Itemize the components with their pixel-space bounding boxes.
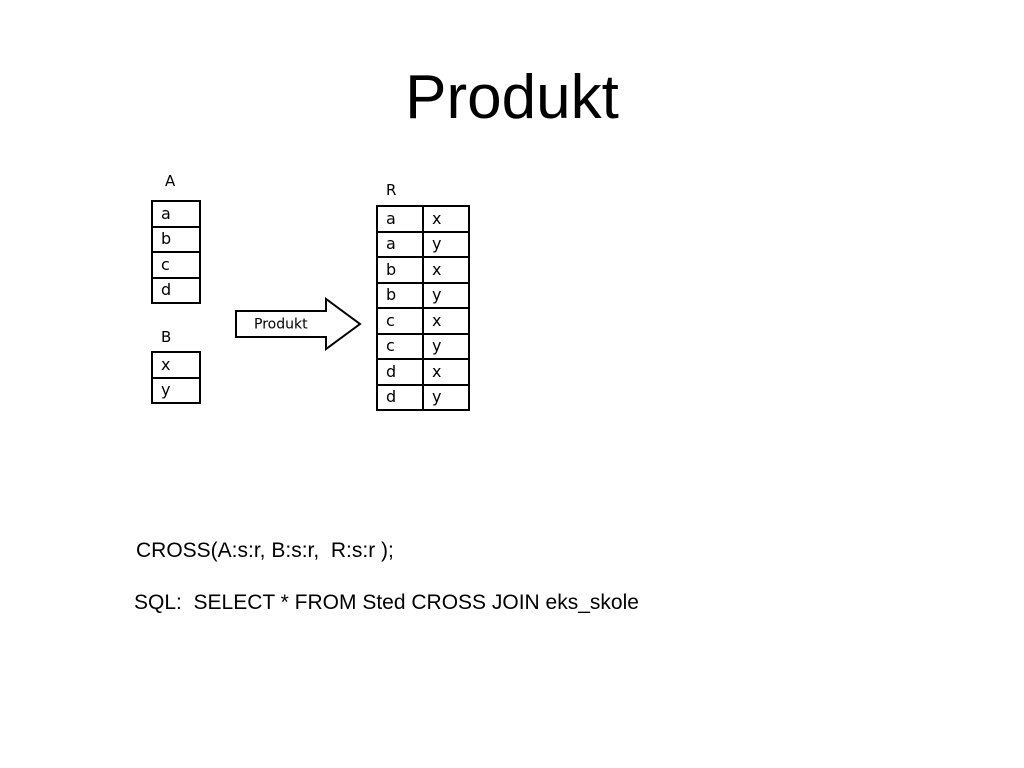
table-cell: b: [151, 225, 201, 253]
table-cell: y: [422, 332, 470, 360]
table-cell: c: [376, 307, 424, 335]
table-cell: a: [151, 200, 201, 228]
table-r-label: R: [386, 181, 397, 199]
table-cell: x: [422, 358, 470, 386]
table-cell: a: [376, 205, 424, 233]
table-row: y: [151, 376, 201, 404]
table-r: a x a y b x b y c x c y d x d y: [376, 205, 470, 411]
table-cell: y: [151, 376, 201, 404]
table-row: b y: [376, 281, 470, 309]
produkt-arrow: Produkt: [235, 297, 362, 351]
table-cell: y: [422, 383, 470, 411]
table-row: b x: [376, 256, 470, 284]
table-row: c y: [376, 332, 470, 360]
table-b: x y: [151, 351, 201, 404]
table-cell: d: [151, 276, 201, 304]
table-cell: x: [422, 307, 470, 335]
table-row: b: [151, 225, 201, 253]
table-cell: b: [376, 281, 424, 309]
table-cell: x: [422, 256, 470, 284]
sql-statement: SQL: SELECT * FROM Sted CROSS JOIN eks_s…: [134, 591, 639, 614]
table-cell: d: [376, 383, 424, 411]
table-cell: x: [151, 351, 201, 379]
table-cell: a: [376, 230, 424, 258]
table-cell: y: [422, 281, 470, 309]
table-b-label: B: [161, 328, 172, 346]
arrow-label: Produkt: [254, 317, 308, 333]
cross-statement: CROSS(A:s:r, B:s:r, R:s:r );: [136, 539, 394, 562]
table-row: a: [151, 200, 201, 228]
arrow-shape: [235, 297, 362, 351]
table-row: d y: [376, 383, 470, 411]
table-cell: d: [376, 358, 424, 386]
table-row: d x: [376, 358, 470, 386]
table-cell: c: [151, 251, 201, 279]
table-cell: b: [376, 256, 424, 284]
table-row: x: [151, 351, 201, 379]
table-row: a y: [376, 230, 470, 258]
table-a: a b c d: [151, 200, 201, 304]
table-row: c: [151, 251, 201, 279]
table-cell: y: [422, 230, 470, 258]
table-row: a x: [376, 205, 470, 233]
page-title: Produkt: [405, 63, 619, 132]
table-row: d: [151, 276, 201, 304]
table-cell: c: [376, 332, 424, 360]
table-row: c x: [376, 307, 470, 335]
table-cell: x: [422, 205, 470, 233]
table-a-label: A: [165, 172, 176, 190]
